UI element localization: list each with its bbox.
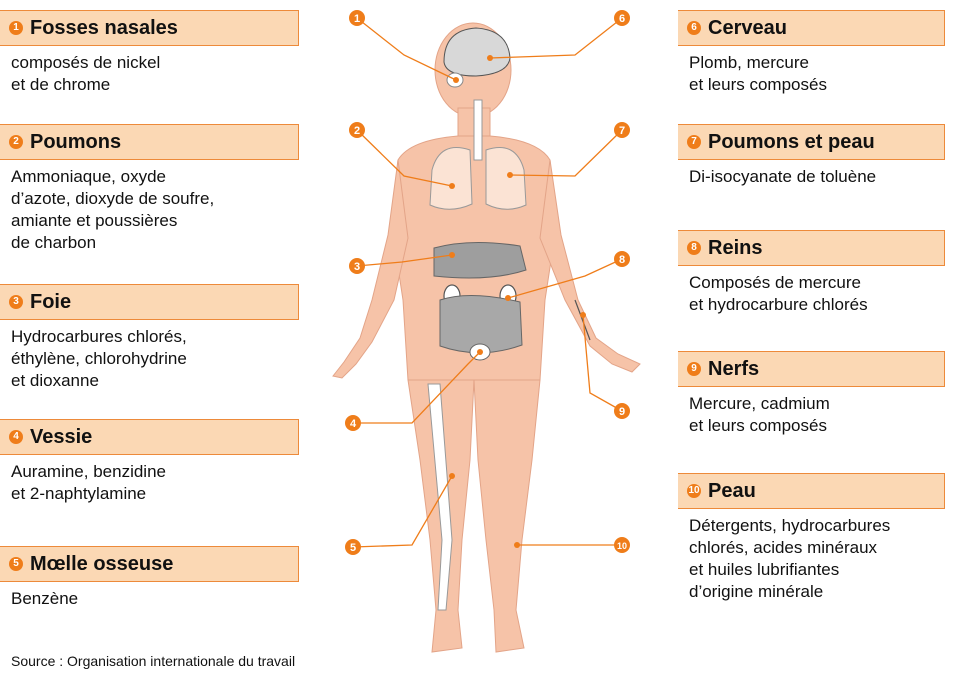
number-badge: 9	[687, 362, 701, 376]
svg-text:8: 8	[619, 254, 625, 266]
card-text: Détergents, hydrocarbures chlorés, acide…	[678, 509, 945, 603]
number-badge: 10	[687, 484, 701, 498]
card-header: 7 Poumons et peau	[678, 124, 945, 160]
svg-text:9: 9	[619, 406, 625, 418]
callout-3: 3	[349, 258, 365, 274]
callout-2: 2	[349, 122, 365, 138]
card-poumons: 2 Poumons Ammoniaque, oxyde d’azote, dio…	[0, 124, 299, 254]
card-header: 6 Cerveau	[678, 10, 945, 46]
card-header: 9 Nerfs	[678, 351, 945, 387]
svg-text:3: 3	[354, 261, 360, 273]
card-title: Poumons	[30, 131, 121, 154]
callout-10: 10	[614, 537, 630, 553]
svg-text:4: 4	[350, 418, 357, 430]
card-cerveau: 6 Cerveau Plomb, mercure et leurs compos…	[678, 10, 945, 96]
number-badge: 7	[687, 135, 701, 149]
source-note: Source : Organisation internationale du …	[11, 653, 295, 669]
svg-text:5: 5	[350, 542, 356, 554]
card-poumons-et-peau: 7 Poumons et peau Di-isocyanate de toluè…	[678, 124, 945, 188]
card-title: Reins	[708, 237, 762, 260]
svg-text:2: 2	[354, 125, 360, 137]
callout-1: 1	[349, 10, 365, 26]
card-vessie: 4 Vessie Auramine, benzidine et 2-naphty…	[0, 419, 299, 505]
card-title: Poumons et peau	[708, 131, 875, 154]
card-title: Peau	[708, 480, 756, 503]
card-header: 2 Poumons	[0, 124, 299, 160]
svg-text:6: 6	[619, 13, 625, 25]
card-text: Auramine, benzidine et 2-naphtylamine	[0, 455, 299, 505]
card-header: 10 Peau	[678, 473, 945, 509]
svg-text:7: 7	[619, 125, 625, 137]
trachea	[474, 100, 482, 160]
callout-4: 4	[345, 415, 361, 431]
card-title: Nerfs	[708, 358, 759, 381]
svg-text:1: 1	[354, 13, 360, 25]
callout-8: 8	[614, 251, 630, 267]
card-title: Cerveau	[708, 17, 787, 40]
number-badge: 5	[9, 557, 23, 571]
card-text: Composés de mercure et hydrocarbure chlo…	[678, 266, 945, 316]
card-fosses-nasales: 1 Fosses nasales composés de nickel et d…	[0, 10, 299, 96]
liver-organ	[434, 242, 526, 278]
number-badge: 6	[687, 21, 701, 35]
number-badge: 8	[687, 241, 701, 255]
number-badge: 2	[9, 135, 23, 149]
card-moelle-osseuse: 5 Mœlle osseuse Benzène	[0, 546, 299, 610]
number-badge: 1	[9, 21, 23, 35]
card-text: Ammoniaque, oxyde d’azote, dioxyde de so…	[0, 160, 299, 254]
card-title: Mœlle osseuse	[30, 553, 173, 576]
card-text: composés de nickel et de chrome	[0, 46, 299, 96]
card-nerfs: 9 Nerfs Mercure, cadmium et leurs compos…	[678, 351, 945, 437]
card-reins: 8 Reins Composés de mercure et hydrocarb…	[678, 230, 945, 316]
brain-organ	[444, 28, 510, 76]
callout-9: 9	[614, 403, 630, 419]
card-header: 5 Mœlle osseuse	[0, 546, 299, 582]
card-title: Vessie	[30, 426, 92, 449]
callout-6: 6	[614, 10, 630, 26]
card-text: Di-isocyanate de toluène	[678, 160, 945, 188]
card-text: Mercure, cadmium et leurs composés	[678, 387, 945, 437]
human-body-figure: 1 6 2 7 3 8 4 9	[300, 0, 678, 675]
number-badge: 4	[9, 430, 23, 444]
card-header: 4 Vessie	[0, 419, 299, 455]
card-foie: 3 Foie Hydrocarbures chlorés, éthylène, …	[0, 284, 299, 392]
card-text: Plomb, mercure et leurs composés	[678, 46, 945, 96]
card-text: Benzène	[0, 582, 299, 610]
card-text: Hydrocarbures chlorés, éthylène, chloroh…	[0, 320, 299, 392]
callout-5: 5	[345, 539, 361, 555]
card-header: 3 Foie	[0, 284, 299, 320]
callout-7: 7	[614, 122, 630, 138]
card-title: Fosses nasales	[30, 17, 178, 40]
svg-text:10: 10	[617, 541, 627, 551]
card-title: Foie	[30, 291, 71, 314]
card-header: 1 Fosses nasales	[0, 10, 299, 46]
card-peau: 10 Peau Détergents, hydrocarbures chloré…	[678, 473, 945, 603]
number-badge: 3	[9, 295, 23, 309]
card-header: 8 Reins	[678, 230, 945, 266]
